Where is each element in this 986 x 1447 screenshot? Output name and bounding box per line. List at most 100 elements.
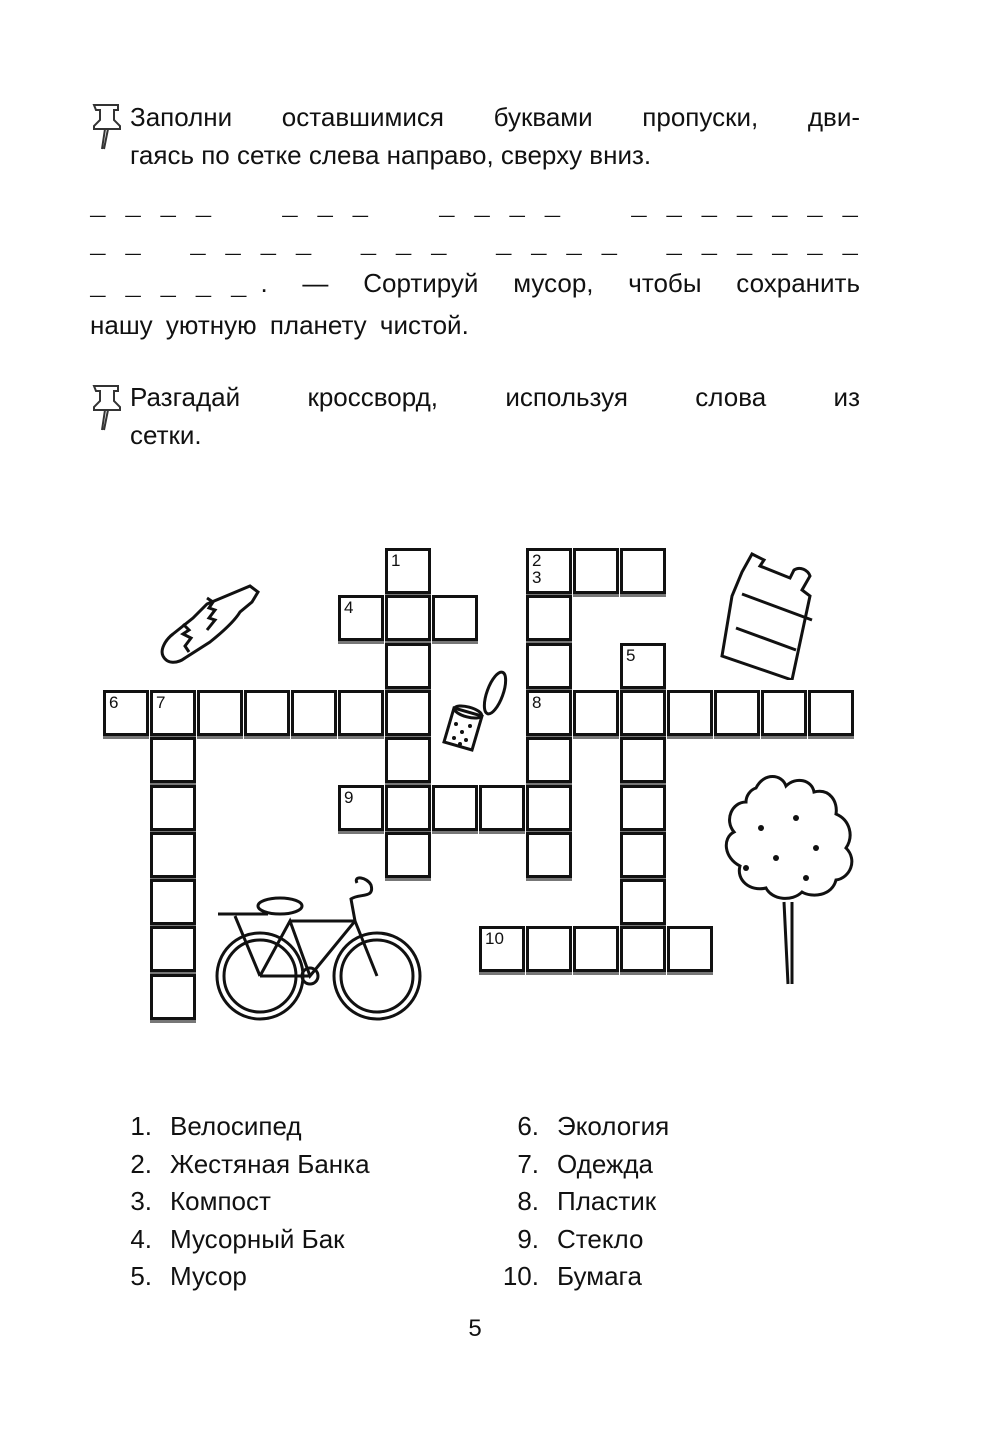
blank-word: _ _ _ <box>360 230 449 260</box>
word-list-item: 1.Велосипед <box>110 1108 370 1146</box>
word-text: Мусор <box>170 1261 247 1291</box>
crossword-cell[interactable] <box>526 737 572 784</box>
crossword-cell[interactable] <box>479 784 525 831</box>
crossword-cell[interactable] <box>573 548 619 594</box>
word-number: 3. <box>130 1186 152 1216</box>
task1-line1: Заполни оставшимися буквами пропуски, дв… <box>130 102 860 132</box>
crossword-cell[interactable] <box>714 689 760 736</box>
crossword-cell[interactable] <box>573 926 619 973</box>
word-number: 8. <box>517 1186 539 1216</box>
word-list-item: 7.Одежда <box>497 1146 669 1184</box>
pushpin-icon <box>92 385 121 431</box>
crossword-cell[interactable]: 4 <box>338 595 384 642</box>
crossword-cell[interactable] <box>667 689 713 736</box>
crossword-cell[interactable] <box>761 689 807 736</box>
clue-number: 10 <box>485 929 504 949</box>
plastic-canister-illustration <box>720 552 813 680</box>
crossword-cell[interactable] <box>385 831 431 878</box>
blank-line-2: _ _ _ _ _ _ _ _ _ _ _ _ _ _ _ _ _ _ _ <box>90 230 860 260</box>
blank-word: _ _ _ _ <box>90 192 214 222</box>
crossword-cell[interactable] <box>620 926 666 973</box>
bicycle-illustration <box>215 876 422 1021</box>
crossword-cell[interactable] <box>808 689 854 736</box>
word-list-item: 9. Стекло <box>497 1221 669 1259</box>
word-number: 2. <box>130 1148 152 1179</box>
blank-word: _ _ _ _ _ _ <box>666 230 860 260</box>
word-text: Компост <box>170 1186 271 1216</box>
sentence-part1: . — Сортируй мусор, чтобы сохранить <box>260 268 860 298</box>
crossword-cell[interactable] <box>385 784 431 831</box>
blank-line-3: _ _ _ _ _ . — Сортируй мусор, чтобы сохр… <box>90 268 860 302</box>
task2-line2: сетки. <box>130 420 202 450</box>
clue-number: 2 3 <box>532 551 542 587</box>
crossword-cell[interactable] <box>385 595 431 642</box>
crossword-cell[interactable] <box>244 689 290 736</box>
clue-number: 6 <box>109 692 119 712</box>
crossword-cell[interactable] <box>526 642 572 689</box>
word-list-item: 2.Жестяная Банка <box>110 1146 369 1184</box>
word-number: 5. <box>130 1261 152 1291</box>
crossword-cell[interactable] <box>150 973 196 1020</box>
crossword-cell[interactable]: 10 <box>479 926 525 973</box>
task1-line2: гаясь по сетке слева направо, сверху вни… <box>130 140 652 170</box>
crossword-cell[interactable] <box>573 689 619 736</box>
clue-number: 4 <box>344 598 354 618</box>
crossword-cell[interactable]: 1 <box>385 548 431 594</box>
word-number: 6. <box>517 1111 539 1141</box>
crossword-cell[interactable]: 2 3 <box>526 548 572 594</box>
crossword-cell[interactable] <box>526 926 572 973</box>
crossword-cell[interactable]: 6 <box>103 689 149 736</box>
task1-instruction: Заполни оставшимися буквами пропуски, дв… <box>130 98 860 174</box>
crossword-cell[interactable] <box>667 926 713 973</box>
crossword-cell[interactable] <box>432 784 478 831</box>
crossword-cell[interactable] <box>385 689 431 736</box>
crossword-cell[interactable] <box>526 784 572 831</box>
blank-word: _ _ _ _ <box>495 230 620 260</box>
crossword-cell[interactable] <box>291 689 337 736</box>
word-number: 9. <box>517 1223 539 1254</box>
crossword-cell[interactable] <box>150 784 196 831</box>
crossword-cell[interactable] <box>150 926 196 973</box>
crossword-cell[interactable] <box>385 737 431 784</box>
word-number: 4. <box>130 1223 152 1254</box>
crossword-cell[interactable] <box>620 784 666 831</box>
crossword-cell[interactable] <box>620 737 666 784</box>
word-list-item: 10.Бумага <box>497 1258 669 1296</box>
word-text: Бумага <box>557 1261 642 1291</box>
blank-word: _ _ _ <box>282 192 371 222</box>
crossword-cell[interactable] <box>526 831 572 878</box>
crossword-cell[interactable] <box>620 879 666 926</box>
crossword-cell[interactable]: 5 <box>620 642 666 689</box>
crossword-cell[interactable] <box>338 689 384 736</box>
crossword-cell[interactable] <box>150 737 196 784</box>
crossword-cell[interactable] <box>385 642 431 689</box>
blank-word: _ _ _ _ _ <box>90 272 249 302</box>
word-number: 7. <box>517 1148 539 1179</box>
crossword-cell[interactable] <box>150 831 196 878</box>
crossword-cell[interactable]: 8 <box>526 689 572 736</box>
crossword-cell[interactable]: 9 <box>338 784 384 831</box>
word-list-item: 3. Компост <box>110 1183 370 1221</box>
crossword-cell[interactable] <box>620 831 666 878</box>
word-list-item: 6.Экология <box>497 1108 669 1146</box>
crossword-cell[interactable] <box>620 689 666 736</box>
word-text: Мусорный Бак <box>170 1223 345 1254</box>
blank-line-1: _ _ _ _ _ _ _ _ _ _ _ _ _ _ _ _ _ _ <box>90 192 860 222</box>
crossword-cell[interactable] <box>150 879 196 926</box>
word-list-item: 5. Мусор <box>110 1258 370 1296</box>
crossword-cell[interactable]: 7 <box>150 689 196 736</box>
tree-illustration <box>724 775 854 985</box>
crossword-cell[interactable] <box>526 595 572 642</box>
sentence-part2: нашу уютную планету чистой. <box>90 310 469 340</box>
crossword-cell[interactable] <box>197 689 243 736</box>
blank-word: _ _ _ _ _ _ _ <box>631 192 860 222</box>
task2-line1: Разгадай кроссворд, используя слова из <box>130 382 860 412</box>
blank-word: _ _ <box>90 230 143 260</box>
crossword-cell[interactable] <box>432 595 478 642</box>
word-text: Стекло <box>557 1223 644 1254</box>
crossword-cell[interactable] <box>620 548 666 594</box>
tin-can-illustration <box>442 670 508 752</box>
broken-bottle-illustration <box>160 584 260 664</box>
word-text: Пластик <box>557 1186 657 1216</box>
